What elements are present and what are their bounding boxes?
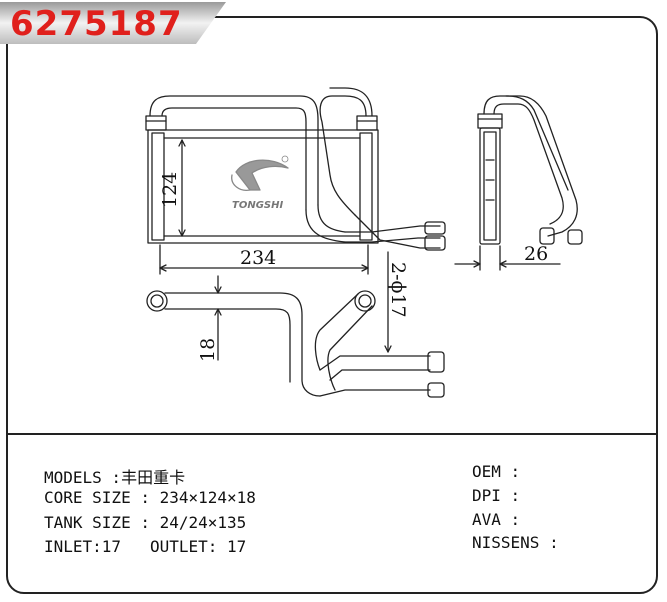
dimension-pipe-diameter: 2-ϕ17 <box>384 251 409 353</box>
brand-logo-text: TONGSHI <box>232 200 283 211</box>
spec-tank-size: TANK SIZE : 24/24×135 <box>44 513 247 532</box>
top-view <box>146 290 445 398</box>
spec-inlet-outlet: INLET:17 OUTLET: 17 <box>44 537 247 556</box>
tongshi-logo: TONGSHI <box>231 155 289 211</box>
spec-core-size: CORE SIZE : 234×124×18 <box>44 488 256 507</box>
ref-oem: OEM : <box>472 462 521 481</box>
ref-nissens: NISSENS : <box>472 533 559 552</box>
part-number-banner <box>0 2 226 44</box>
pipe-diameter-label: 2-ϕ17 <box>387 262 409 318</box>
core-height-label: 124 <box>159 172 181 208</box>
front-view <box>145 87 446 251</box>
ref-ava: AVA : <box>472 510 521 529</box>
drawing-frame <box>6 16 658 594</box>
spec-divider <box>6 433 658 435</box>
core-width-label: 234 <box>240 247 276 269</box>
dimension-depth: 26 <box>454 243 561 271</box>
side-view <box>477 95 583 245</box>
part-number: 6275187 <box>10 4 183 44</box>
dimension-core-width: 234 <box>159 244 369 275</box>
dimension-pipe-spacing: 18 <box>197 275 222 362</box>
depth-label: 26 <box>524 243 548 265</box>
spec-models: MODELS :丰田重卡 <box>44 468 186 487</box>
ref-dpi: DPI : <box>472 486 521 505</box>
pipe-spacing-label: 18 <box>197 338 219 362</box>
dimension-core-height: 124 <box>159 139 186 237</box>
